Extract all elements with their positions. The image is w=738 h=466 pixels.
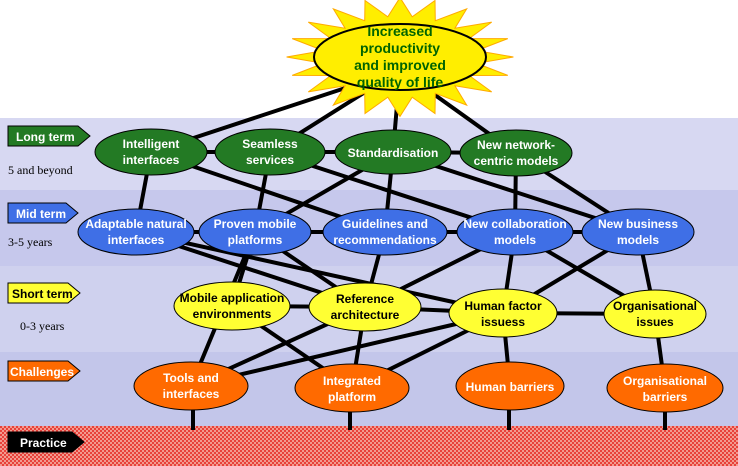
short-term-range: 0-3 years (20, 319, 65, 333)
node-seamless-shape (214, 128, 326, 176)
node-integrated-shape (294, 363, 410, 413)
node-guidelines-line-1: Guidelines and (342, 217, 428, 231)
node-orgissues-line-1: Organisational (613, 299, 697, 313)
level-short-term: Short term 0-3 years (7, 282, 81, 333)
node-mobile-application-environments: Mobile application environments (173, 281, 291, 331)
node-mobileapp-shape (173, 281, 291, 331)
node-orgissues-line-2: issues (636, 315, 674, 329)
link-humanfactor-tools (190, 311, 504, 388)
node-tools-line-1: Tools and (163, 371, 219, 385)
practice-stubs (191, 410, 667, 430)
node-intelligent-line-1: Intelligent (123, 137, 180, 151)
node-tools-shape (133, 361, 249, 411)
node-mobileapp-line-1: Mobile application (180, 291, 285, 305)
level-long-term: Long term 5 and beyond (7, 125, 91, 177)
band-practice (0, 426, 738, 466)
mid-term-label: Mid term (16, 207, 66, 221)
node-guidelines-line-2: recommendations (333, 233, 437, 247)
node-reference-architecture: Reference architecture (308, 282, 422, 332)
node-humanfactor-line-1: Human factor (464, 299, 542, 313)
level-mid-term: Mid term 3-5 years (7, 202, 79, 249)
node-seamless-services: Seamless services (214, 128, 326, 176)
node-reference-line-1: Reference (336, 292, 394, 306)
node-integrated-line-2: platform (328, 390, 376, 404)
practice-arrow (7, 431, 85, 453)
node-reference-shape (308, 282, 422, 332)
node-adaptable-natural-interfaces: Adaptable natural interfaces (77, 208, 195, 256)
practice-label: Practice (20, 436, 67, 450)
long-term-arrow (7, 125, 91, 147)
long-term-range: 5 and beyond (8, 163, 73, 177)
node-business-shape (581, 208, 695, 256)
node-adaptable-shape (77, 208, 195, 256)
node-integrated-platform: Integrated platform (294, 363, 410, 413)
node-network-line-2: centric models (474, 154, 559, 168)
node-network-line-1: New network- (477, 138, 555, 152)
node-standardisation-line-1: Standardisation (348, 146, 439, 160)
node-orgbarriers-line-2: barriers (643, 390, 688, 404)
node-tools-line-2: interfaces (163, 387, 220, 401)
short-term-arrow (7, 282, 81, 304)
node-orgbarriers-line-1: Organisational (623, 374, 707, 388)
node-proven-line-1: Proven mobile (214, 217, 297, 231)
node-organisational-barriers: Organisational barriers (606, 363, 724, 413)
node-intelligent-line-2: interfaces (123, 153, 180, 167)
node-network-shape (459, 129, 573, 177)
node-guidelines-shape (322, 208, 448, 256)
goal-line-1: Increased (367, 23, 432, 39)
mid-term-arrow (7, 202, 79, 224)
level-practice: Practice (7, 431, 85, 453)
goal-ellipse (313, 23, 487, 91)
node-organisational-issues: Organisational issues (603, 289, 707, 339)
node-tools-and-interfaces: Tools and interfaces (133, 361, 249, 411)
node-adaptable-line-1: Adaptable natural (85, 217, 186, 231)
node-new-collaboration-models: New collaboration models (456, 208, 574, 256)
nodes-layer: Intelligent interfaces Seamless services… (77, 128, 724, 413)
node-standardisation: Standardisation (334, 129, 452, 175)
node-adaptable-line-2: interfaces (108, 233, 165, 247)
goal-line-4: quality of life (357, 74, 444, 90)
node-humanfactor-shape (448, 288, 558, 338)
challenges-label: Challenges (10, 365, 74, 379)
node-standardisation-shape (334, 129, 452, 175)
node-orgbarriers-shape (606, 363, 724, 413)
node-intelligent-interfaces: Intelligent interfaces (94, 128, 208, 176)
node-integrated-line-1: Integrated (323, 374, 381, 388)
node-proven-line-2: platforms (228, 233, 283, 247)
level-challenges: Challenges (7, 360, 81, 382)
long-term-label: Long term (16, 130, 75, 144)
short-term-label: Short term (12, 287, 73, 301)
node-intelligent-shape (94, 128, 208, 176)
node-new-business-models: New business models (581, 208, 695, 256)
node-proven-mobile-platforms: Proven mobile platforms (198, 208, 312, 256)
node-human-factor-issues: Human factor issuess (448, 288, 558, 338)
goal-starburst: Increased productivity and improved qual… (286, 0, 514, 118)
node-proven-shape (198, 208, 312, 256)
node-orgissues-shape (603, 289, 707, 339)
node-seamless-line-2: services (246, 153, 294, 167)
node-guidelines-recommendations: Guidelines and recommendations (322, 208, 448, 256)
challenges-arrow (7, 360, 81, 382)
node-reference-line-2: architecture (331, 308, 400, 322)
node-new-network-centric: New network- centric models (459, 129, 573, 177)
node-business-line-1: New business (598, 217, 678, 231)
node-collaboration-line-1: New collaboration (463, 217, 566, 231)
node-humanbarriers-line-1: Human barriers (466, 380, 555, 394)
node-business-line-2: models (617, 233, 659, 247)
node-collaboration-line-2: models (494, 233, 536, 247)
node-humanfactor-line-2: issuess (481, 315, 525, 329)
mid-term-range: 3-5 years (8, 235, 53, 249)
node-collaboration-shape (456, 208, 574, 256)
node-human-barriers: Human barriers (455, 361, 565, 411)
node-mobileapp-line-2: environments (193, 307, 272, 321)
goal-line-3: and improved (354, 57, 446, 73)
goal-line-2: productivity (360, 40, 440, 56)
node-seamless-line-1: Seamless (242, 137, 298, 151)
link-adaptable-humanfactor (135, 230, 504, 315)
